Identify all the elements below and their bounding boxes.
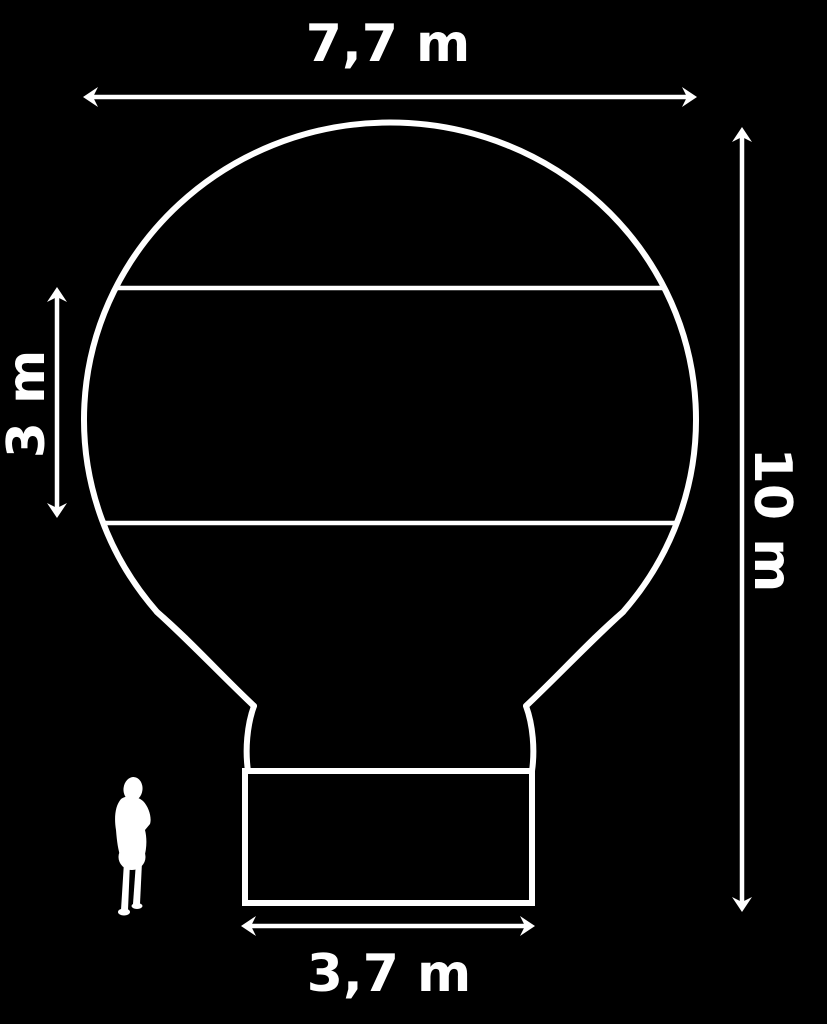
height-dimension-label: 10 m	[742, 447, 802, 593]
person-icon	[115, 777, 151, 916]
width-dimension-arrow	[83, 87, 697, 107]
band-height-dimension-label: 3 m	[0, 349, 57, 459]
band-height-dimension-arrow	[47, 287, 67, 518]
balloon-neck-left-line	[154, 609, 257, 709]
height-dimension-arrow	[732, 127, 752, 912]
basket-width-dimension-arrow	[241, 916, 535, 936]
balloon-neck-right-line	[523, 609, 626, 709]
basket-width-dimension-label: 3,7 m	[306, 944, 472, 1004]
balloon-envelope-outline	[81, 119, 699, 774]
basket-outline	[242, 768, 535, 906]
width-dimension-label: 7,7 m	[305, 14, 471, 74]
